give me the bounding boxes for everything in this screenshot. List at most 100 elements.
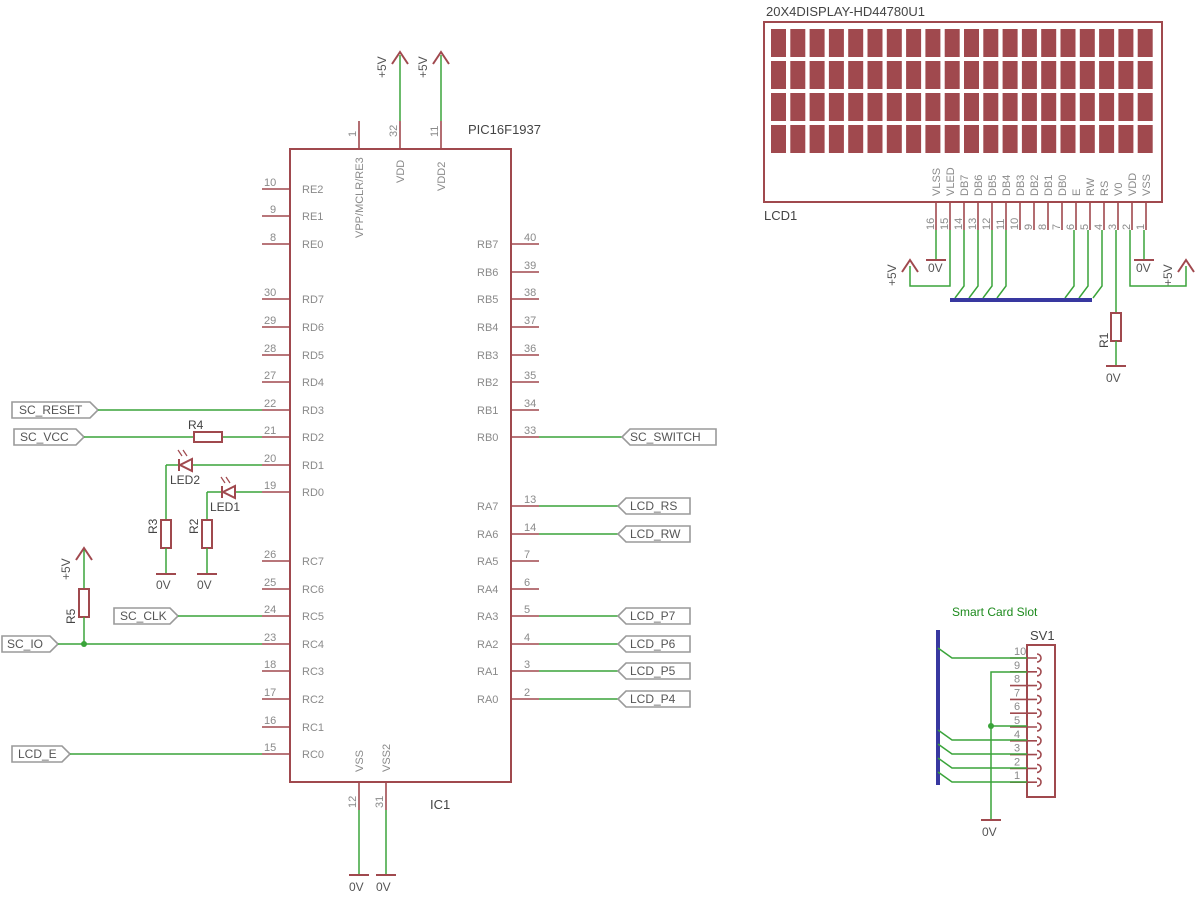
svg-text:12: 12 (347, 796, 359, 808)
lcd-cell (1137, 29, 1153, 57)
svg-text:DB5: DB5 (987, 175, 999, 196)
svg-text:6: 6 (1065, 224, 1077, 230)
sv1-body (1026, 644, 1056, 798)
svg-text:15: 15 (939, 218, 951, 230)
lcd-cell (964, 93, 979, 121)
lcd-cell (1021, 93, 1037, 121)
lcd-cell (925, 93, 941, 121)
lcd-cell (867, 93, 883, 121)
svg-text:VDD2: VDD2 (436, 162, 448, 191)
svg-text:31: 31 (374, 796, 386, 808)
svg-text:RB2: RB2 (477, 377, 498, 389)
svg-text:23: 23 (264, 632, 276, 644)
svg-text:RB1: RB1 (477, 405, 498, 417)
lcd-cell (886, 61, 902, 89)
svg-text:1: 1 (1135, 224, 1147, 230)
resistor-r1 (1110, 312, 1122, 342)
svg-text:RD4: RD4 (302, 377, 324, 389)
svg-text:35: 35 (524, 370, 536, 382)
svg-text:28: 28 (264, 343, 276, 355)
lcd-p7-label: LCD_P7 (630, 609, 676, 623)
lcd-body (763, 21, 1163, 203)
lcd-cell (1002, 93, 1018, 121)
svg-text:10: 10 (1014, 646, 1026, 658)
lcd-cell (1041, 125, 1057, 153)
lcd-cell (1099, 61, 1115, 89)
r5-pullup: +5V R5 (59, 546, 93, 644)
lcd-cell (906, 29, 922, 57)
lcd-cell (906, 93, 922, 121)
lcd-pin-rw: RW5 (1079, 177, 1097, 230)
svg-text:DB2: DB2 (1029, 175, 1041, 196)
svg-text:RB4: RB4 (477, 322, 498, 334)
svg-text:16: 16 (925, 218, 937, 230)
svg-text:9: 9 (1023, 224, 1035, 230)
svg-text:7: 7 (524, 549, 530, 561)
svg-text:8: 8 (1014, 674, 1020, 686)
lcd-cell (790, 125, 806, 153)
sv1-pin-4: 4 (1010, 729, 1042, 746)
ic1-vss2-ground: 0V (376, 810, 396, 894)
net-lcd-p7: LCD_P7 (539, 607, 691, 625)
svg-text:VDD: VDD (1127, 173, 1139, 196)
net-lcd-p4: LCD_P4 (539, 690, 691, 708)
ic1-vdd-supply: +5V (375, 50, 409, 121)
lcd-cell (964, 29, 979, 57)
svg-text:40: 40 (524, 232, 536, 244)
net-lcd-p5: LCD_P5 (539, 662, 691, 680)
svg-text:5: 5 (524, 604, 530, 616)
vdd2-supply-label: +5V (416, 56, 430, 78)
svg-text:1: 1 (347, 131, 359, 137)
svg-text:20: 20 (264, 453, 276, 465)
lcd-cell (983, 29, 999, 57)
lcd-cell (1118, 29, 1134, 57)
sv1-ground-label: 0V (982, 825, 997, 839)
lcd-cell (809, 29, 825, 57)
led1-emission-icon (220, 476, 231, 484)
sc-reset-label: SC_RESET (19, 403, 83, 417)
svg-text:RC2: RC2 (302, 694, 324, 706)
lcd1: 20X4DISPLAY-HD44780U1 LCD1 VLSS16VLED15D… (763, 4, 1163, 230)
svg-text:9: 9 (270, 204, 276, 216)
svg-text:RC1: RC1 (302, 722, 324, 734)
svg-text:RD7: RD7 (302, 294, 324, 306)
svg-text:RC6: RC6 (302, 584, 324, 596)
sv1-pin-7: 7 (1010, 687, 1042, 705)
svg-text:DB0: DB0 (1057, 175, 1069, 196)
lcd-wiring: 0V +5V R1 0V +5V 0V (885, 230, 1195, 385)
svg-text:14: 14 (953, 218, 965, 230)
r3-label: R3 (146, 518, 160, 534)
svg-text:25: 25 (264, 577, 276, 589)
svg-text:DB3: DB3 (1015, 175, 1027, 196)
lcd-cell (886, 93, 902, 121)
ic1-vss-ground: 0V (349, 810, 369, 894)
svg-text:14: 14 (524, 522, 536, 534)
net-lcd-p6: LCD_P6 (539, 635, 691, 653)
svg-text:29: 29 (264, 315, 276, 327)
svg-text:VSS2: VSS2 (381, 744, 393, 772)
lcd-cell (1002, 61, 1018, 89)
svg-text:V0: V0 (1113, 183, 1125, 196)
svg-text:11: 11 (995, 219, 1007, 230)
sv1-pin-5: 5 (1010, 715, 1042, 732)
svg-text:RB7: RB7 (477, 239, 498, 251)
